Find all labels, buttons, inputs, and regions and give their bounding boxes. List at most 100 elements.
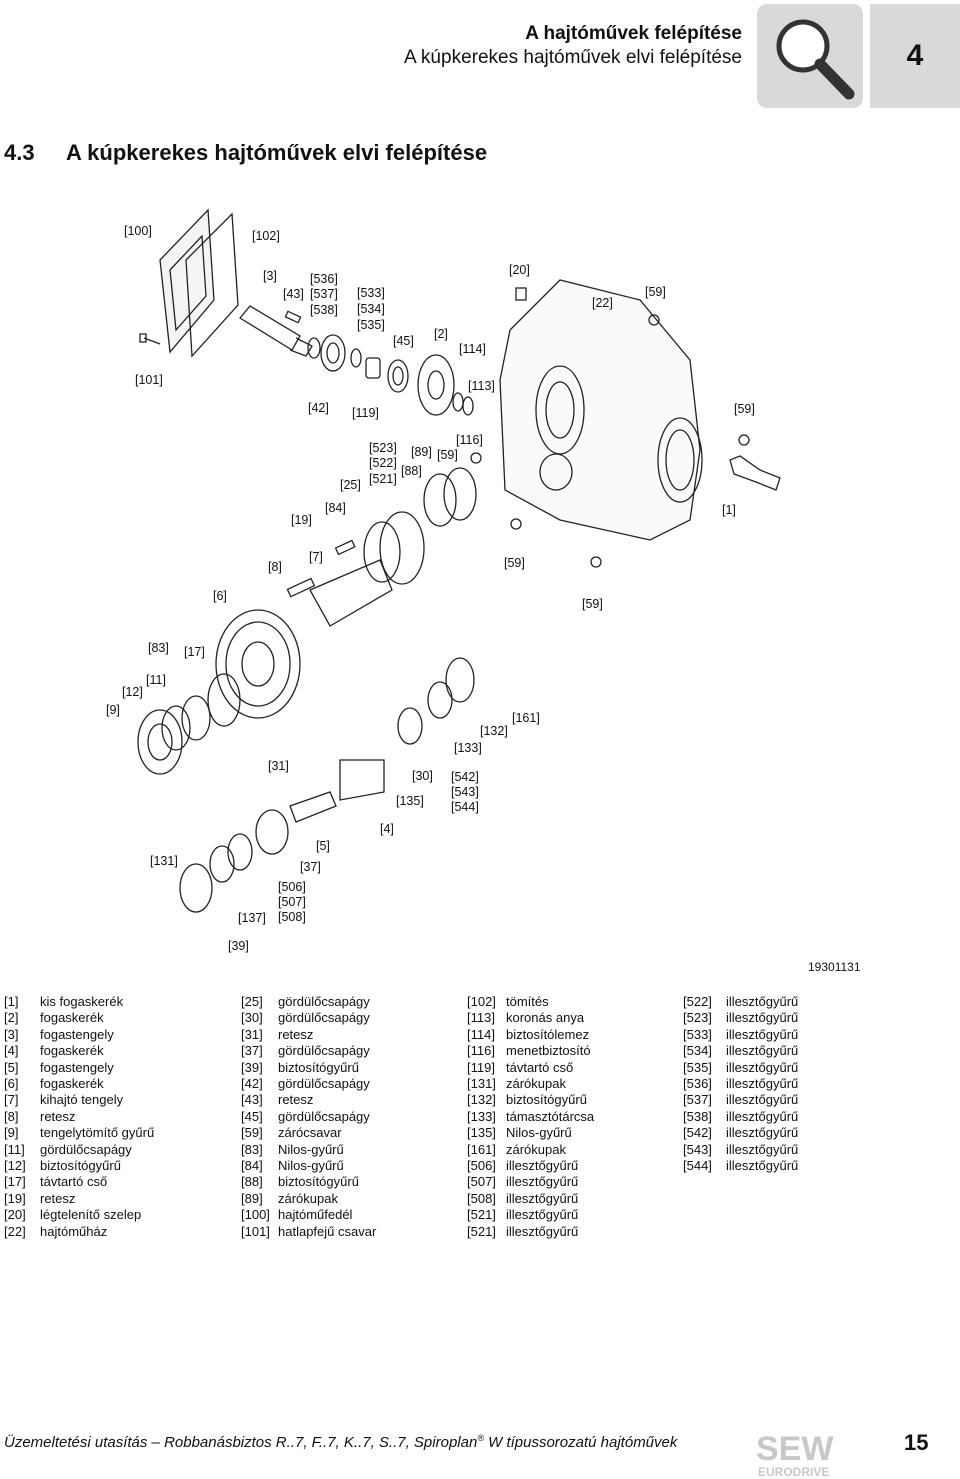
legend-key: [533] <box>683 1026 712 1042</box>
legend-row: [42]gördülőcsapágy <box>241 1076 376 1092</box>
cover-gasket <box>185 212 239 358</box>
callout-label: [3] <box>263 269 277 283</box>
callout-label: [59] <box>504 556 525 570</box>
legend-row: [43] retesz <box>241 1092 376 1108</box>
legend-key: [132] <box>467 1092 496 1108</box>
legend-row: [59] zárócsavar <box>241 1125 376 1141</box>
legend-key: [508] <box>467 1190 496 1206</box>
exploded-diagram: [100][102][3][536][43][537][538][533][53… <box>106 208 781 953</box>
legend-key: [42] <box>241 1076 263 1092</box>
figure-id: 19301131 <box>808 960 861 974</box>
legend-key: [89] <box>241 1190 263 1206</box>
legend-key: [1] <box>4 994 19 1009</box>
legend-text: retesz <box>40 1108 76 1124</box>
legend-text: illesztőgyűrű <box>726 1158 799 1174</box>
legend-text: légtelenítő szelep <box>40 1207 142 1223</box>
legend-text: illesztőgyűrű <box>726 1026 799 1042</box>
legend-text: fogaskerék <box>40 1076 104 1092</box>
key-19 <box>334 539 356 556</box>
callout-label: [542] <box>451 770 479 784</box>
legend-key: [84] <box>241 1158 263 1174</box>
legend-text: illesztőgyűrű <box>726 1092 799 1108</box>
legend-key: [119] <box>467 1059 495 1075</box>
legend-text: távtartó cső <box>506 1059 574 1075</box>
legend-key: [542] <box>683 1125 712 1141</box>
legend-key: [543] <box>683 1141 712 1157</box>
legend-key: [39] <box>241 1059 263 1075</box>
legend-key: [536] <box>683 1076 712 1092</box>
legend-row: [20] légtelenítő szelep <box>4 1207 154 1223</box>
legend-row: [4]fogaskerék <box>4 1043 154 1059</box>
legend-text: illesztőgyűrű <box>726 994 799 1009</box>
legend-text: retesz <box>278 1092 314 1108</box>
callout-label: [534] <box>357 302 385 316</box>
callout-label: [5] <box>316 839 330 853</box>
legend-text: fogastengely <box>40 1026 114 1042</box>
legend-key: [12] <box>4 1158 26 1174</box>
legend-key: [37] <box>241 1043 263 1059</box>
legend-text: koronás anya <box>506 1010 585 1026</box>
legend-text: biztosítógyűrű <box>278 1059 359 1075</box>
legend-key: [2] <box>4 1010 19 1026</box>
legend-row: [31]retesz <box>241 1027 376 1043</box>
legend-text: biztosítógyűrű <box>40 1158 121 1174</box>
callout-label: [31] <box>268 759 289 773</box>
callout-label: [83] <box>148 641 169 655</box>
legend-row: [39] biztosítógyűrű <box>241 1060 376 1076</box>
callout-label: [22] <box>592 296 613 310</box>
legend-key: [88] <box>241 1174 263 1190</box>
callout-label: [39] <box>228 939 249 953</box>
callout-label: [11] <box>146 673 166 687</box>
callout-label: [521] <box>369 472 397 486</box>
legend-key: [17] <box>4 1174 26 1190</box>
legend-row: [19]retesz <box>4 1191 154 1207</box>
callout-label: [37] <box>300 860 321 874</box>
legend-row: [7]kihajtó tengely <box>4 1092 154 1108</box>
callout-label: [133] <box>454 741 482 755</box>
callout-label: [12] <box>122 685 143 699</box>
legend-key: [9] <box>4 1125 19 1141</box>
legend-row: [22]hajtóműház <box>4 1224 154 1240</box>
legend-text: illesztőgyűrű <box>506 1207 579 1223</box>
legend-key: [59] <box>241 1125 263 1141</box>
legend-key: [11] <box>4 1141 25 1157</box>
sew-eurodrive-logo: SEW EURODRIVE <box>756 1430 834 1478</box>
legend-row: [25]gördülőcsapágy <box>241 994 376 1010</box>
legend-key: [20] <box>4 1207 26 1223</box>
legend-key: [7] <box>4 1092 19 1108</box>
legend-row: [9]tengelytömítő gyűrű <box>4 1125 154 1141</box>
legend-row: [508] illesztőgyűrű <box>467 1191 594 1207</box>
legend-text: retesz <box>278 1026 314 1042</box>
legend-key: [523] <box>683 1010 712 1026</box>
callout-label: [45] <box>393 334 414 348</box>
legend-text: biztosítólemez <box>506 1026 590 1042</box>
legend-key: [538] <box>683 1108 712 1124</box>
legend-key: [43] <box>241 1092 263 1108</box>
legend-text: zárócsavar <box>278 1125 342 1141</box>
legend-text: zárókupak <box>278 1190 338 1206</box>
legend-row: [2]fogaskerék <box>4 1010 154 1026</box>
callout-label: [20] <box>509 263 530 277</box>
legend-row: [37] gördülőcsapágy <box>241 1043 376 1059</box>
legend-column-2: [25]gördülőcsapágy[30]gördülőcsapágy[31]… <box>241 994 376 1240</box>
legend-row: [45]gördülőcsapágy <box>241 1109 376 1125</box>
shaft-seal-9 <box>137 709 183 775</box>
legend-column-4: [522]illesztőgyűrű[523]illesztőgyűrű[533… <box>683 994 798 1174</box>
callout-label: [4] <box>380 822 394 836</box>
legend-text: gördülőcsapágy <box>278 1043 370 1059</box>
legend-key: [101] <box>241 1223 270 1239</box>
legend-text: illesztőgyűrű <box>506 1190 579 1206</box>
callout-label: [84] <box>325 501 346 515</box>
legend-text: illesztőgyűrű <box>506 1158 579 1174</box>
legend-key: [521] <box>467 1223 496 1239</box>
legend-row: [116]menetbiztosító <box>467 1043 594 1059</box>
legend-text: hajtóműház <box>40 1223 108 1239</box>
legend-row: [3]fogastengely <box>4 1027 154 1043</box>
legend-row: [544]illesztőgyűrű <box>683 1158 798 1174</box>
callout-label: [543] <box>451 785 479 799</box>
legend-row: [534]illesztőgyűrű <box>683 1043 798 1059</box>
legend-text: fogaskerék <box>40 1043 104 1059</box>
bevel-gear-4 <box>339 759 385 801</box>
callout-label: [59] <box>645 285 666 299</box>
callout-label: [59] <box>582 597 603 611</box>
